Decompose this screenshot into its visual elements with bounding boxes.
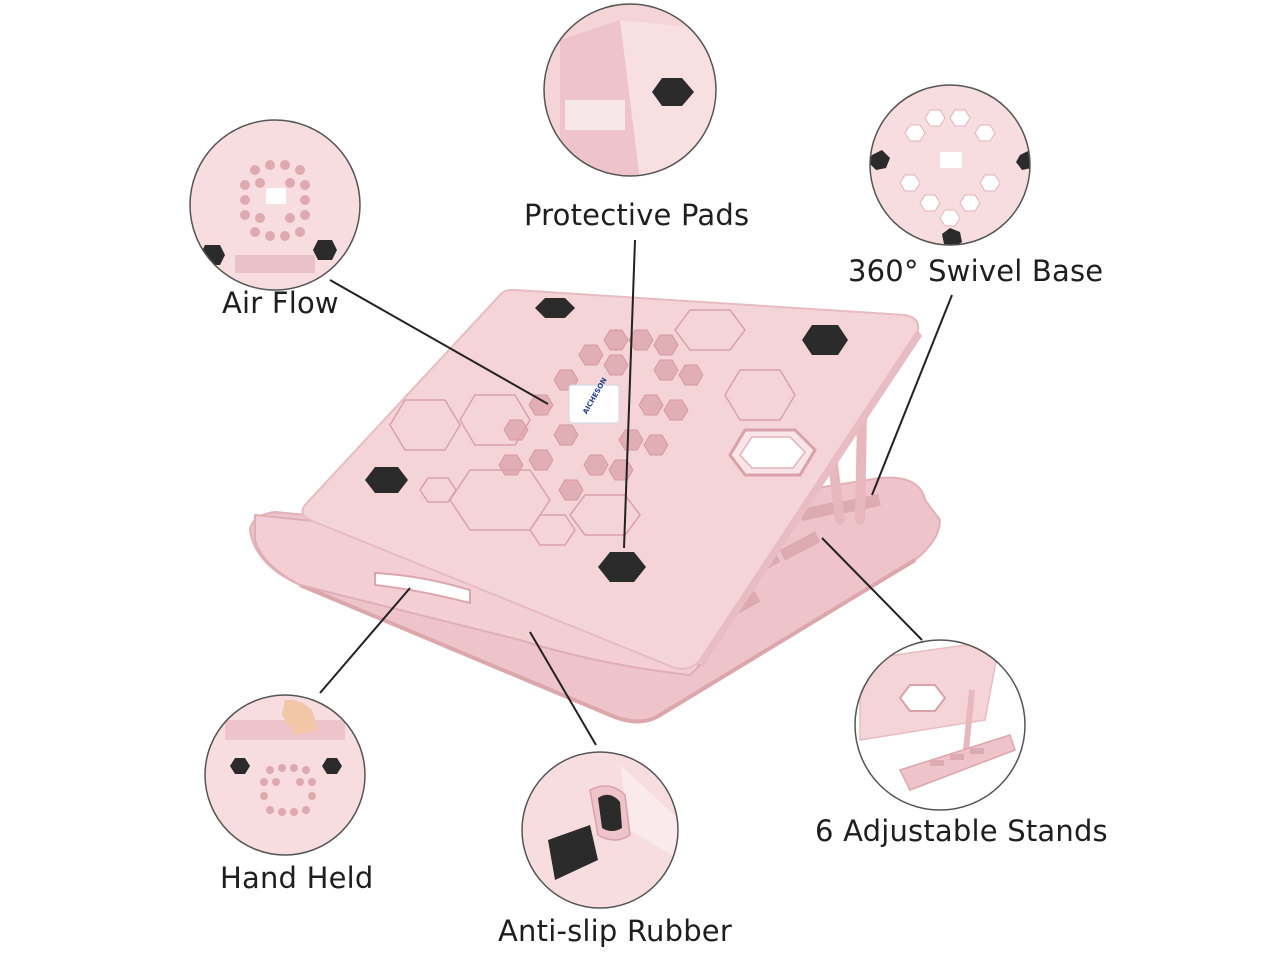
pad-top-left (535, 298, 575, 318)
geometric-pattern (389, 309, 796, 546)
label-swivel-base: 360° Swivel Base (848, 254, 1104, 288)
air-vents (498, 329, 704, 501)
detail-protective-pads (543, 3, 717, 177)
pad-bottom-center (598, 552, 646, 582)
detail-swivel-base (869, 84, 1031, 246)
hand-icon (282, 699, 318, 735)
leader-swivel-base (871, 294, 953, 496)
leader-hand-held (319, 587, 411, 694)
leader-air-flow (329, 279, 549, 405)
stand-top-plate (301, 288, 922, 670)
label-protective-pads: Protective Pads (524, 198, 750, 232)
pad-bottom-left (365, 467, 408, 493)
label-hand-held: Hand Held (220, 861, 374, 895)
label-anti-slip-rubber: Anti-slip Rubber (498, 914, 732, 948)
hex-cutout (728, 428, 817, 477)
leader-lines (319, 239, 953, 746)
leader-adjustable-stands (821, 537, 923, 641)
leader-protective-pads (623, 239, 636, 549)
protective-pads (365, 298, 848, 582)
detail-adjustable-stands (854, 639, 1026, 811)
pad-top-right (802, 325, 848, 355)
detail-anti-slip (521, 751, 679, 909)
handle-cutout (374, 571, 471, 605)
brand-label (568, 384, 620, 424)
label-adjustable-stands: 6 Adjustable Stands (815, 814, 1108, 848)
label-air-flow: Air Flow (222, 286, 339, 320)
detail-air-flow (189, 119, 361, 291)
leader-anti-slip (529, 631, 597, 746)
detail-hand-held (204, 694, 366, 856)
